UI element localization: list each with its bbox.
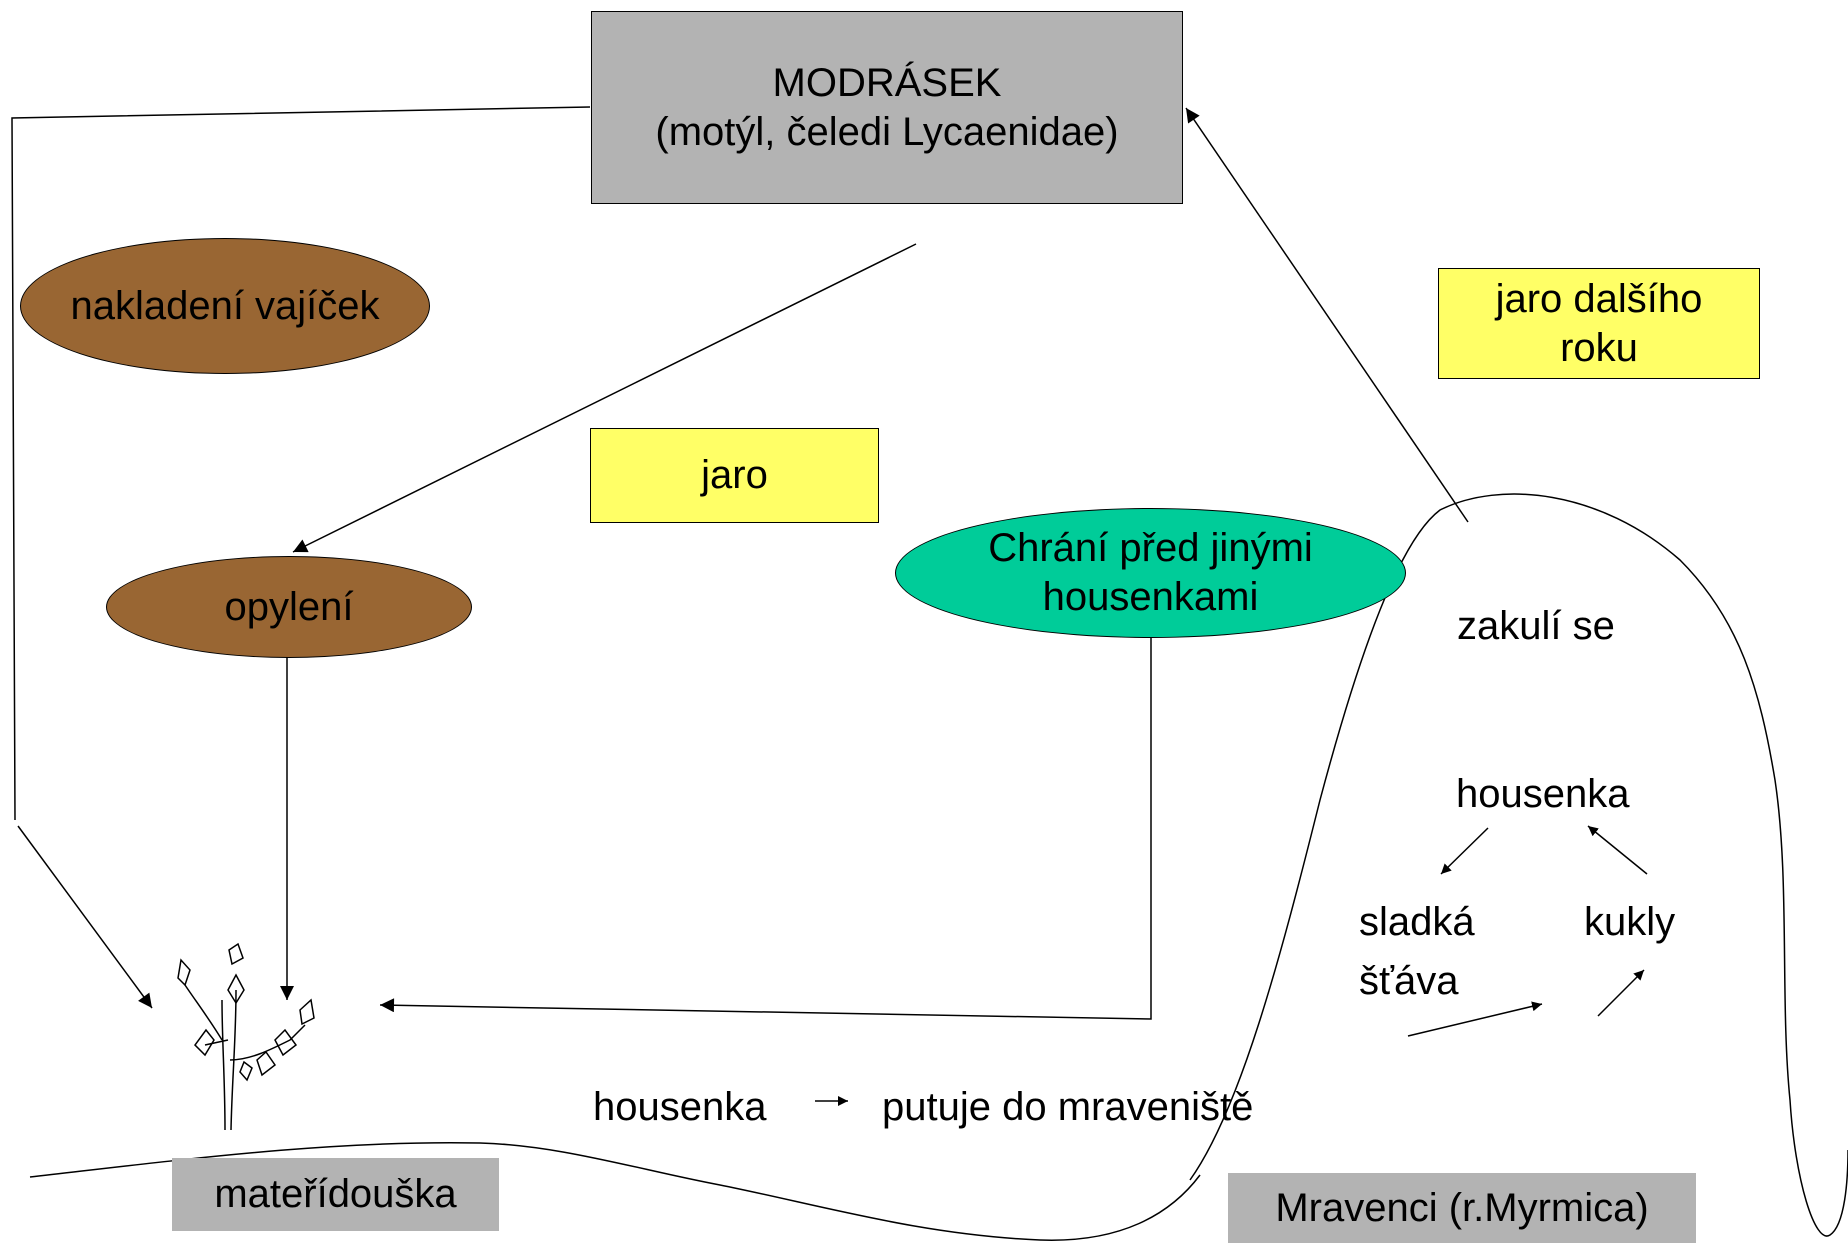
arrow-to-butterfly-next-spring [1185, 107, 1469, 523]
caterpillar-cycle-label: housenka [1456, 772, 1630, 816]
sweet-juice-line2: šťáva [1359, 959, 1459, 1003]
egg-laying-label: nakladení vajíček [70, 283, 380, 328]
ants-label: Mravenci (r.Myrmica) [1275, 1185, 1649, 1230]
travels-rest: putuje do mraveniště [882, 1085, 1254, 1129]
spring-box: jaro [590, 428, 879, 523]
connector-egg-laying [11, 106, 591, 821]
butterfly-subtitle: (motýl, čeledi Lycaenidae) [655, 109, 1119, 154]
pollination-label: opylení [224, 584, 354, 629]
arrow-to-pollination [292, 243, 917, 553]
spring-next-year-line1: jaro dalšího [1495, 276, 1703, 321]
thyme-label-box: mateřídouška [172, 1158, 499, 1231]
ants-label-box: Mravenci (r.Myrmica) [1228, 1173, 1696, 1243]
spring-next-year-box: jaro dalšího roku [1438, 268, 1760, 379]
travels-word: housenka [593, 1085, 767, 1129]
egg-laying-node: nakladení vajíček [20, 238, 430, 374]
anthill-outline [1189, 493, 1848, 1237]
arrow-pupae-to-caterpillar [1587, 825, 1648, 875]
arrow-to-plant-left [17, 825, 153, 1009]
pollination-node: opylení [106, 556, 472, 658]
protection-node: Chrání před jinými housenkami [895, 508, 1406, 638]
ground-line [29, 1141, 1201, 1241]
arrow-caterpillar-to-juice [1440, 827, 1489, 875]
protection-line1: Chrání před jinými [988, 526, 1313, 571]
spring-label: jaro [701, 453, 768, 498]
pupae-label: kukly [1584, 900, 1676, 944]
pupates-label: zakulí se [1457, 604, 1615, 648]
connector-protection [379, 635, 1152, 1020]
protection-line2: housenkami [1042, 575, 1259, 619]
arrow-pupae-up [1597, 969, 1645, 1017]
butterfly-box: MODRÁSEK (motýl, čeledi Lycaenidae) [591, 11, 1183, 204]
spring-next-year-line2: roku [1560, 325, 1638, 370]
sweet-juice-line1: sladká [1359, 900, 1475, 944]
arrow-juice-to-pupae [1407, 1001, 1543, 1037]
thyme-plant-icon [177, 942, 315, 1131]
butterfly-title: MODRÁSEK [772, 60, 1002, 105]
thyme-label: mateřídouška [214, 1172, 457, 1217]
